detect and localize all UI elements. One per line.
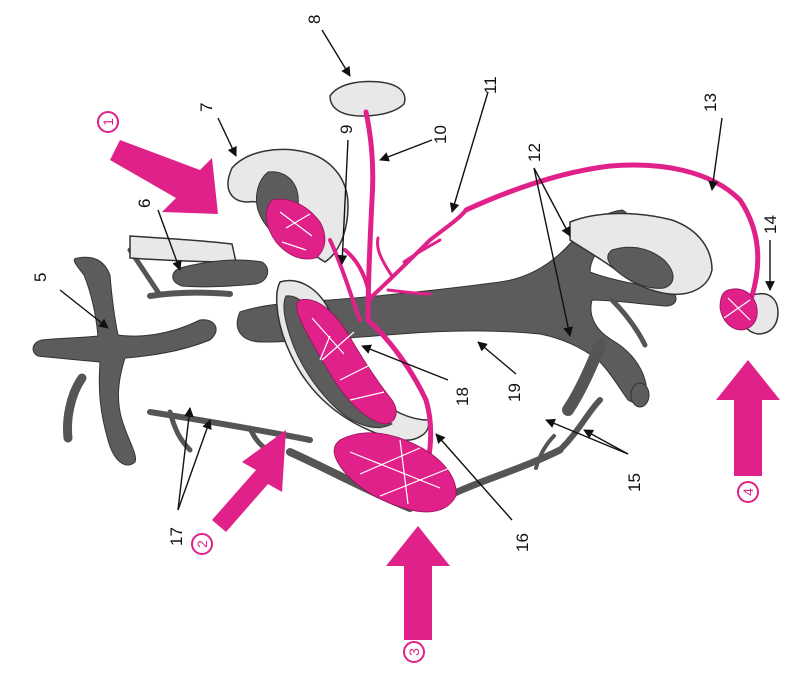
label-19: 19	[505, 383, 524, 402]
arrow-1	[110, 140, 218, 214]
label-10: 10	[431, 125, 450, 144]
label-7: 7	[197, 103, 216, 112]
esophagus-veins	[130, 236, 268, 296]
label-12: 12	[525, 143, 544, 162]
label-15: 15	[625, 473, 644, 492]
circled-2-text: 2	[194, 540, 210, 548]
big-arrows	[110, 140, 780, 640]
label-16: 16	[513, 533, 532, 552]
arrow-2	[212, 430, 286, 532]
label-17: 17	[167, 527, 186, 546]
label-14: 14	[761, 215, 780, 234]
label-6: 6	[135, 199, 154, 208]
circled-3-text: 3	[406, 648, 422, 656]
lower-right-veins	[440, 400, 600, 500]
arrow-3	[386, 526, 450, 640]
circled-4: 4	[738, 482, 758, 502]
label-8: 8	[305, 15, 324, 24]
arrow-4	[716, 360, 780, 476]
circled-3: 3	[404, 642, 424, 662]
label-18: 18	[453, 387, 472, 406]
circled-1: 1	[98, 112, 118, 132]
label-5: 5	[31, 273, 50, 282]
circled-2: 2	[192, 534, 212, 554]
label-9: 9	[337, 125, 356, 134]
circled-4-text: 4	[740, 488, 756, 496]
circled-1-text: 1	[100, 118, 116, 126]
label-11: 11	[481, 76, 500, 94]
label-13: 13	[701, 93, 720, 112]
